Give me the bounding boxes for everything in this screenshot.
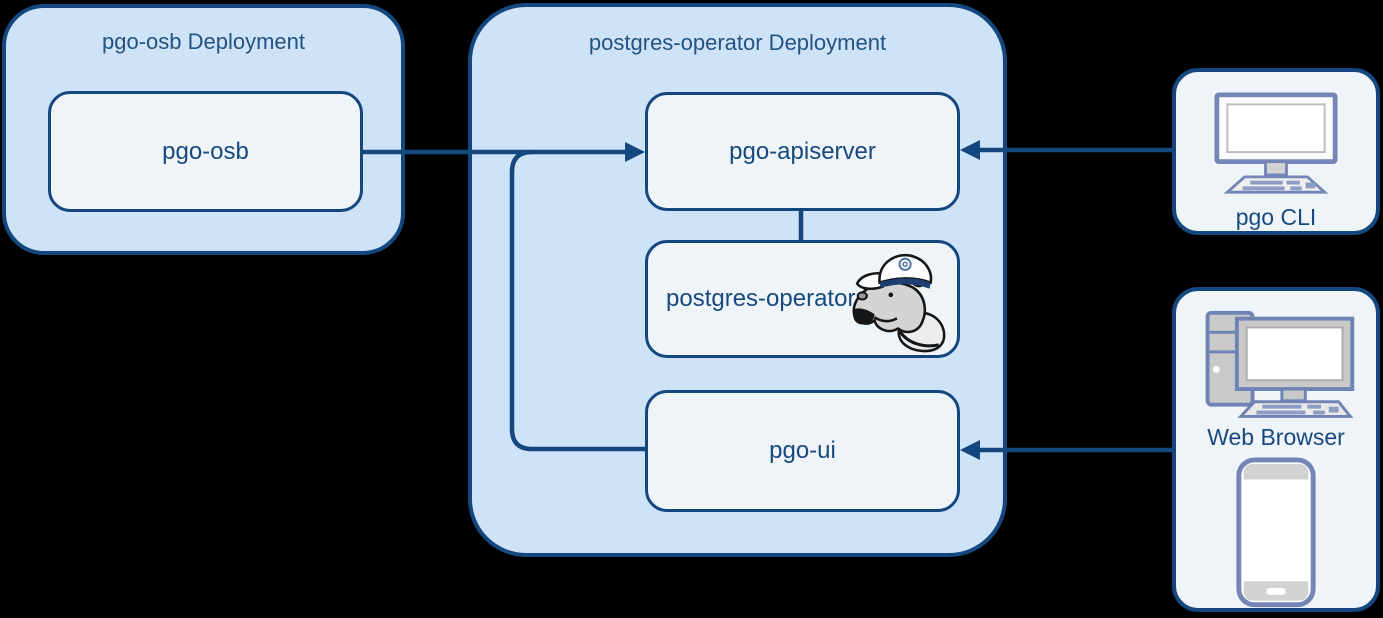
hippo-mascot-icon	[852, 253, 946, 353]
postgres-operator-deployment-title: postgres-operator Deployment	[588, 30, 887, 55]
desktop-computer-icon	[1205, 310, 1355, 418]
postgres-operator-node: postgres-operator	[645, 240, 960, 358]
pgo-cli-label: pgo CLI	[1235, 204, 1317, 230]
web-browser-client: Web Browser	[1172, 287, 1380, 612]
smartphone-icon	[1236, 457, 1316, 608]
pgo-cli-client: pgo CLI	[1172, 68, 1380, 235]
pgo-ui-node-label: pgo-ui	[769, 437, 836, 464]
postgres-operator-node-label: postgres-operator	[666, 285, 856, 312]
pgo-apiserver-node-label: pgo-apiserver	[729, 137, 876, 165]
web-browser-label: Web Browser	[1207, 424, 1345, 451]
pgo-osb-deployment-title: pgo-osb Deployment	[101, 29, 305, 54]
pgo-osb-node: pgo-osb	[48, 91, 363, 212]
pgo-apiserver-node: pgo-apiserver	[645, 92, 960, 211]
desktop-monitor-icon	[1214, 92, 1338, 194]
pgo-osb-node-label: pgo-osb	[162, 137, 249, 165]
pgo-ui-node: pgo-ui	[645, 390, 960, 512]
